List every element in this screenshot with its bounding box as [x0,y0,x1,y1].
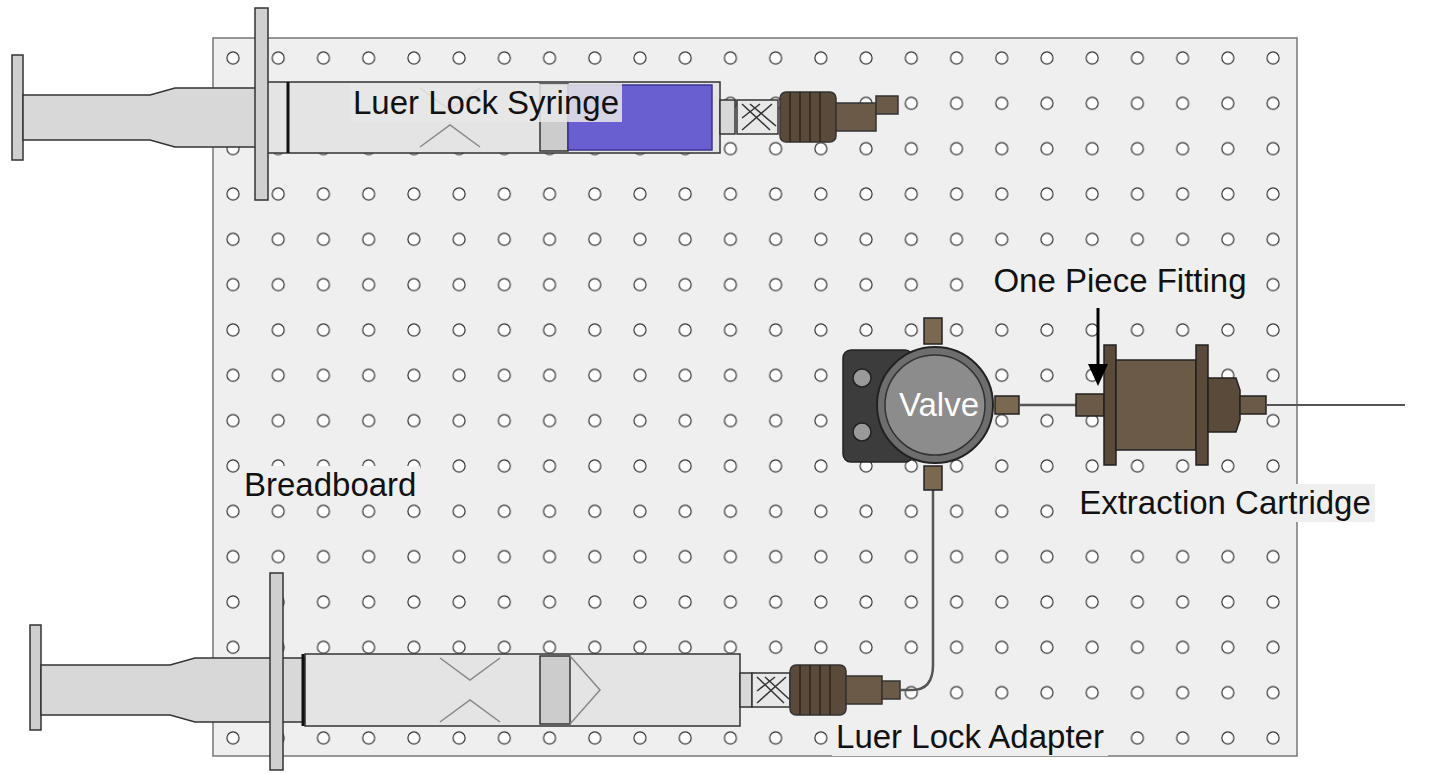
barrel [262,82,720,153]
valve-port [924,466,942,490]
syringe-tip [740,673,752,707]
adapter-ribs [790,92,820,142]
valve-rim [877,347,993,463]
fitting [882,681,900,699]
valve-port [924,318,942,344]
adapter-body [836,103,876,131]
cartridge-cap [1104,345,1116,465]
breadboard-label: Breadboard [240,466,420,504]
bottom-syringe [30,573,900,770]
valve-face [885,355,985,455]
valve-label: Valve [899,386,979,424]
adapter-nut [780,92,836,142]
barrel-mark [287,82,290,153]
bracket-screw [853,423,871,441]
cartridge-nut [1208,378,1240,432]
plunger-neck [440,658,500,722]
adapter-body [846,676,882,704]
bracket-screw [853,369,871,387]
plunger-flange [30,625,41,730]
valve-port [995,396,1019,414]
part-label: One Piece Fitting [989,262,1250,300]
adapter-nut [790,665,846,715]
syringe-tip [720,100,735,134]
plunger-flange [12,55,23,160]
tubing [900,488,933,690]
plunger-seal [540,656,570,724]
part-label: Luer Lock Adapter [832,718,1108,756]
part-label: Extraction Cartridge [1075,484,1375,522]
barrel-flange [255,8,268,200]
breadboard-plate [213,38,1297,756]
plunger-cone [570,656,600,724]
luer-thread [737,100,778,134]
breadboard-node: Breadboard Luer Lock SyringeValve [213,38,1297,756]
top-syringe [12,8,898,200]
outlet-needle [1266,404,1405,406]
plunger-rod [41,658,305,722]
valve-mount [843,318,1019,490]
syringe-node: Luer Lock Syringe [255,82,720,153]
adapter-ribs [800,665,830,715]
outlet-fitting [1240,396,1266,414]
barrel-flange [270,573,283,770]
valve-node: Valve [875,345,995,465]
plunger-rod [23,88,260,147]
cartridge-body [1116,360,1196,450]
tubing [1019,404,1078,407]
barrel [305,654,740,726]
luer-thread [752,673,790,707]
arrow-head [1088,364,1108,386]
cartridge-cap [1196,345,1208,465]
fitting [876,96,898,114]
one-piece-fitting [1076,394,1104,416]
syringe-label: Luer Lock Syringe [350,84,622,122]
leader-arrow [1097,308,1100,372]
extraction-cartridge [1019,345,1405,465]
breadboard-holes [214,39,1296,755]
barrel-mark [302,654,305,726]
